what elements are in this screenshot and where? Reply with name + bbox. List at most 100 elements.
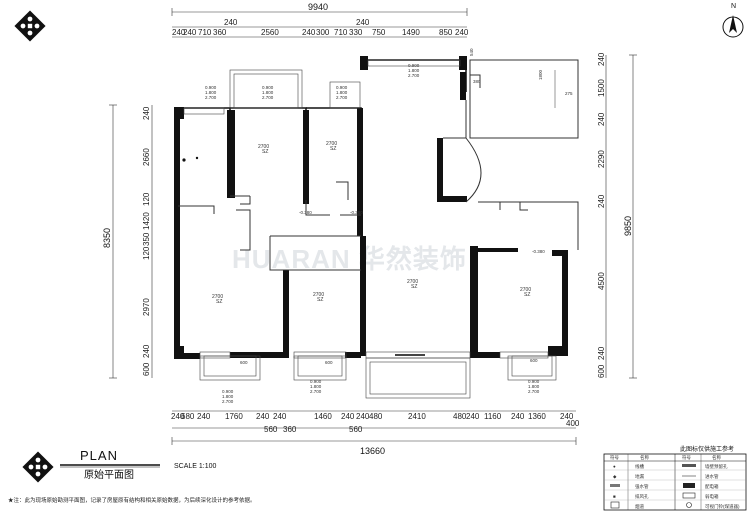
- dim-left-row: 240 2660 120 1420 350 120 2970 240 600: [142, 106, 151, 376]
- dim-top-total: 9940: [308, 2, 328, 12]
- svg-text:进水管: 进水管: [705, 473, 719, 480]
- dim-right-total: 9850: [623, 216, 633, 236]
- room-labels: 2700 SZ 2700 SZ 2700 SZ 2700 SZ 2700 SZ …: [212, 141, 531, 305]
- svg-text:400: 400: [566, 419, 580, 428]
- svg-text:1.800: 1.800: [205, 90, 217, 95]
- svg-text:850: 850: [439, 28, 453, 37]
- window-height-marks: 0.900 1.800 2.700 0.900 1.800 2.700 0.90…: [205, 63, 540, 404]
- dim-bottom-row2: 560 360 560 400: [264, 419, 580, 434]
- svg-text:0.900: 0.900: [310, 379, 322, 384]
- svg-text:1.800: 1.800: [528, 384, 540, 389]
- svg-text:2700: 2700: [326, 141, 337, 147]
- note-text: ★注：此为现场原始勘测平面图，记录了房屋原有结构和相关原始数据，为后续深化设计的…: [8, 496, 256, 504]
- svg-text:0.900: 0.900: [262, 85, 274, 90]
- plan-word: PLAN: [80, 448, 118, 463]
- svg-text:1.800: 1.800: [310, 384, 322, 389]
- svg-text:1360: 1360: [528, 412, 546, 421]
- svg-text:2660: 2660: [142, 148, 151, 166]
- svg-text:1760: 1760: [225, 412, 243, 421]
- svg-text:SZ: SZ: [411, 284, 417, 290]
- svg-text:120: 120: [142, 192, 151, 206]
- dim-top-row: 240 240 710 360 2560 240 300 710 330 750…: [172, 28, 469, 37]
- svg-text:240: 240: [302, 28, 316, 37]
- svg-text:240: 240: [341, 412, 355, 421]
- svg-text:240: 240: [142, 344, 151, 358]
- svg-text:480: 480: [453, 412, 467, 421]
- bottom-dimensions: [171, 410, 577, 445]
- svg-text:2700: 2700: [258, 144, 269, 150]
- dim-left-total: 8350: [102, 228, 112, 248]
- svg-text:2410: 2410: [408, 412, 426, 421]
- svg-text:配电箱: 配电箱: [705, 483, 719, 490]
- north-label: N: [731, 3, 736, 10]
- svg-text:2560: 2560: [261, 28, 279, 37]
- svg-text:710: 710: [334, 28, 348, 37]
- svg-text:240: 240: [455, 28, 469, 37]
- svg-text:符号: 符号: [610, 454, 619, 461]
- svg-text:SZ: SZ: [216, 299, 222, 305]
- svg-text:1.800: 1.800: [336, 90, 348, 95]
- svg-text:●: ●: [613, 464, 616, 469]
- svg-text:弱电箱: 弱电箱: [705, 493, 719, 500]
- svg-text:1.800: 1.800: [262, 90, 274, 95]
- svg-text:560: 560: [264, 425, 278, 434]
- svg-text:240: 240: [466, 412, 480, 421]
- svg-text:1800: 1800: [538, 69, 543, 80]
- svg-text:1.800: 1.800: [222, 394, 234, 399]
- svg-text:SZ: SZ: [317, 297, 323, 303]
- svg-text:2700: 2700: [407, 279, 418, 285]
- svg-text:240: 240: [597, 346, 606, 360]
- svg-text:750: 750: [372, 28, 386, 37]
- svg-text:1500: 1500: [597, 79, 606, 97]
- svg-text:地漏: 地漏: [635, 473, 644, 480]
- svg-text:1460: 1460: [314, 412, 332, 421]
- svg-text:排风孔: 排风孔: [635, 493, 649, 500]
- legend-table: 此图标仅供施工参考 符号 名称 符号 名称 ● 线槽 墙壁预留孔 ◆ 地漏 进水…: [603, 445, 747, 511]
- svg-text:2.700: 2.700: [222, 399, 234, 404]
- svg-text:线槽: 线槽: [635, 463, 644, 470]
- svg-text:380: 380: [473, 79, 481, 84]
- svg-text:-0.380: -0.380: [532, 249, 545, 254]
- svg-text:2.700: 2.700: [408, 73, 420, 78]
- svg-text:330: 330: [349, 28, 363, 37]
- svg-text:◆: ◆: [613, 474, 617, 479]
- svg-text:240: 240: [256, 412, 270, 421]
- svg-text:680: 680: [181, 412, 195, 421]
- annex-dimensions: 540 380 1800 275: [469, 48, 573, 108]
- legend-title: 此图标仅供施工参考: [680, 445, 734, 453]
- dim-bottom-row: 240 680 240 1760 240 240 1460 240 240 48…: [171, 412, 574, 421]
- svg-text:0.900: 0.900: [408, 63, 420, 68]
- svg-text:2970: 2970: [142, 298, 151, 316]
- svg-text:4500: 4500: [597, 272, 606, 290]
- svg-text:名称: 名称: [712, 454, 721, 461]
- svg-text:360: 360: [283, 425, 297, 434]
- svg-text:1160: 1160: [484, 412, 502, 421]
- window-width-left: 600: [240, 360, 248, 365]
- svg-text:2700: 2700: [212, 294, 223, 300]
- svg-text:240: 240: [197, 412, 211, 421]
- svg-text:2700: 2700: [520, 287, 531, 293]
- svg-text:SZ: SZ: [330, 146, 336, 152]
- svg-text:0.900: 0.900: [528, 379, 540, 384]
- svg-text:0.900: 0.900: [222, 389, 234, 394]
- svg-text:1420: 1420: [142, 212, 151, 230]
- svg-text:SZ: SZ: [262, 149, 268, 155]
- plan-logo: [22, 451, 54, 483]
- svg-text:350: 350: [142, 232, 151, 246]
- svg-text:600: 600: [142, 362, 151, 376]
- svg-text:240: 240: [511, 412, 525, 421]
- svg-text:■: ■: [613, 494, 616, 499]
- svg-text:360: 360: [213, 28, 227, 37]
- svg-text:2290: 2290: [597, 150, 606, 168]
- svg-text:烟道: 烟道: [635, 503, 644, 510]
- svg-text:240: 240: [172, 28, 186, 37]
- svg-text:240: 240: [560, 412, 574, 421]
- svg-text:-0.380: -0.380: [350, 210, 363, 215]
- svg-text:1.800: 1.800: [408, 68, 420, 73]
- window-width-mid: 600: [325, 360, 333, 365]
- svg-text:560: 560: [349, 425, 363, 434]
- scale-label: SCALE 1:100: [174, 463, 217, 470]
- dim-top-a: 240: [224, 18, 238, 27]
- svg-text:240: 240: [356, 412, 370, 421]
- north-arrow: N: [722, 3, 744, 38]
